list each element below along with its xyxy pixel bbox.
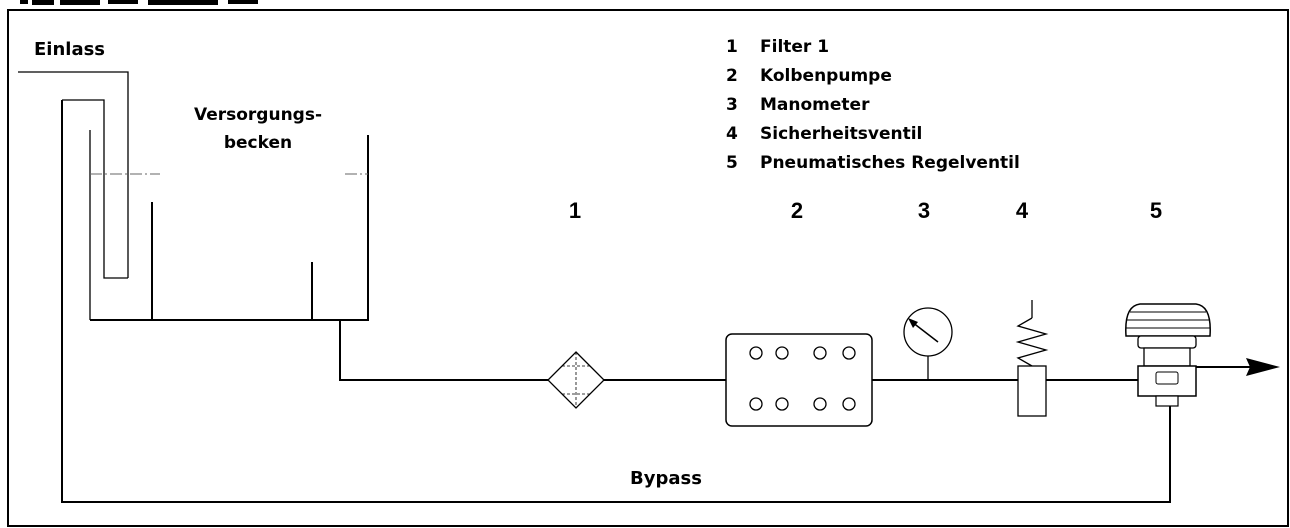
main-pipe-1 <box>339 320 548 381</box>
tank-walls <box>90 135 369 321</box>
legend-number-1: 1 <box>726 37 738 57</box>
inlet-pipe <box>18 71 129 278</box>
manometer-symbol <box>903 307 953 380</box>
filter-symbol <box>547 351 605 409</box>
header-strip <box>0 0 1290 8</box>
component-number-4: 4 <box>1016 198 1029 223</box>
legend-text-5: Pneumatisches Regelventil <box>760 153 1020 173</box>
safety-valve-symbol <box>1015 300 1049 417</box>
tank-label-line1: Versorgungs- <box>194 105 322 125</box>
component-number-5: 5 <box>1150 198 1162 223</box>
bypass-pipe <box>61 100 1171 503</box>
outlet-arrow <box>1246 358 1280 376</box>
legend-number-3: 3 <box>726 95 738 115</box>
inlet-label: Einlass <box>34 39 105 60</box>
legend-text-3: Manometer <box>760 95 870 115</box>
legend-number-4: 4 <box>726 124 738 144</box>
legend-number-2: 2 <box>726 66 738 86</box>
bypass-label: Bypass <box>630 468 702 489</box>
component-number-1: 1 <box>569 198 581 223</box>
header-clipped-text <box>20 0 258 5</box>
piston-pump-symbol <box>725 333 873 427</box>
tank-label-line2: becken <box>224 133 292 153</box>
legend-text-4: Sicherheitsventil <box>760 124 922 144</box>
component-number-3: 3 <box>918 198 930 223</box>
legend-text-1: Filter 1 <box>760 37 829 57</box>
legend: 1 Filter 1 2 Kolbenpumpe 3 Manometer 4 S… <box>726 37 1020 173</box>
diagram-frame <box>7 9 1289 527</box>
legend-text-2: Kolbenpumpe <box>760 66 892 86</box>
left-vertical-tube <box>62 99 128 279</box>
pneumatic-control-valve-symbol <box>1125 303 1211 407</box>
legend-number-5: 5 <box>726 153 738 173</box>
component-number-2: 2 <box>791 198 803 223</box>
